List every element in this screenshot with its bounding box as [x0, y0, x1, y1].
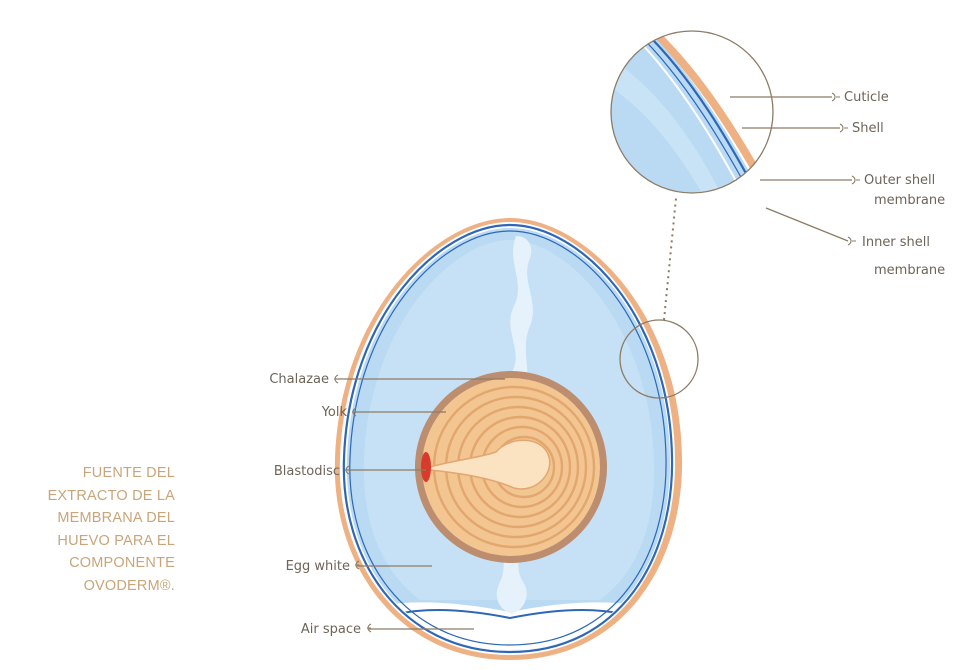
label-egg-white: Egg white: [286, 559, 350, 574]
leader-inner-shell-membrane: [766, 208, 856, 245]
blastodisc: [421, 452, 431, 482]
label-inner-shell-membrane: Inner shell membrane: [862, 235, 945, 278]
label-outer-shell-membrane: Outer shell membrane: [864, 173, 945, 208]
label-yolk: Yolk: [321, 405, 348, 420]
label-outer-shell-membrane-line2: membrane: [874, 193, 945, 208]
label-outer-shell-membrane-line1: Outer shell: [864, 173, 935, 188]
label-inner-shell-membrane-line2: membrane: [874, 263, 945, 278]
zoom-detail: [600, 20, 800, 214]
leader-outer-shell-membrane: [760, 176, 860, 184]
label-cuticle: Cuticle: [844, 90, 889, 105]
callout-connector: [664, 198, 676, 320]
label-inner-shell-membrane-line1: Inner shell: [862, 235, 930, 250]
label-chalazae: Chalazae: [269, 372, 329, 387]
label-blastodisc: Blastodisc: [274, 464, 340, 479]
label-air-space: Air space: [301, 622, 361, 637]
label-shell: Shell: [852, 121, 884, 136]
